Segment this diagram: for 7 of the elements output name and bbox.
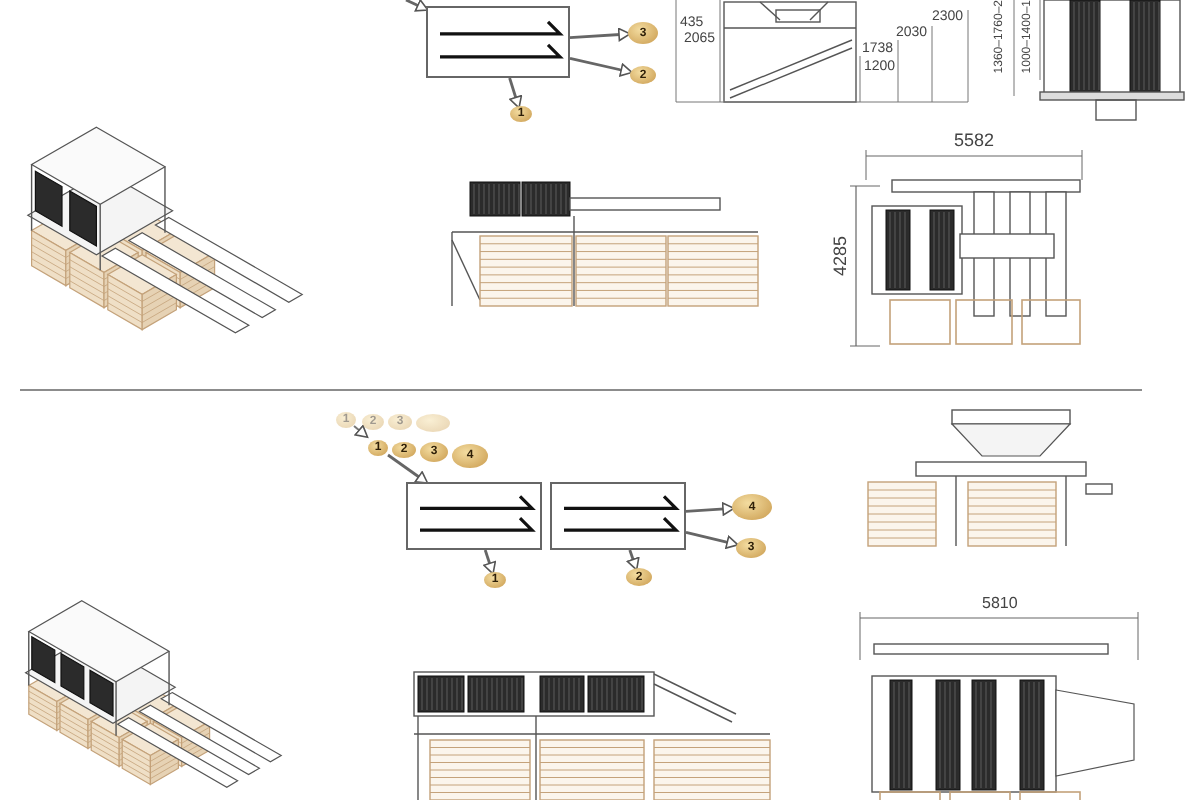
dimension-label: 5582 [954, 132, 995, 150]
sorter-box [406, 482, 542, 550]
sorter-box [426, 6, 570, 78]
potato-icon [416, 414, 450, 432]
sorter-box [550, 482, 686, 550]
dimension-label: 4285 [832, 236, 850, 277]
dimension-label: 5810 [982, 596, 1018, 612]
